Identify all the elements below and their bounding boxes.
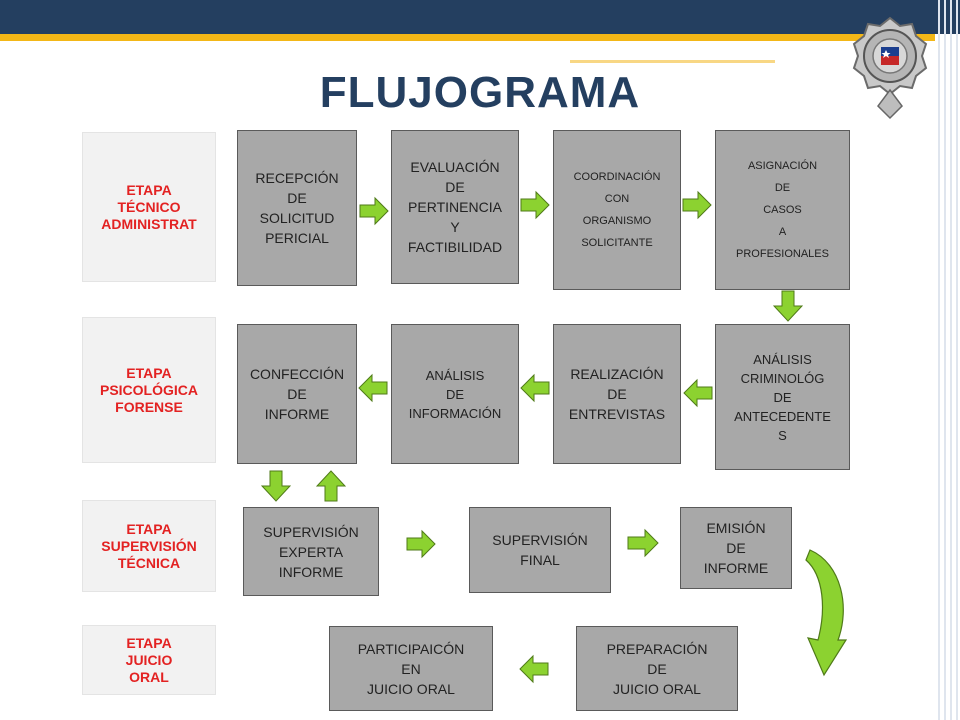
arrow-left-icon — [520, 373, 550, 403]
arrow-right-icon — [682, 190, 712, 220]
police-badge-icon — [852, 16, 928, 120]
arrow-left-icon — [683, 378, 713, 408]
arrow-right-icon — [406, 529, 436, 559]
header-bar — [0, 0, 960, 34]
step-coordinacion-organismo: COORDINACIÓN CON ORGANISMO SOLICITANTE — [553, 130, 681, 290]
arrow-right-icon — [627, 528, 659, 558]
stage-supervision-tecnica: ETAPA SUPERVISIÓN TÉCNICA — [82, 500, 216, 592]
step-realizacion-entrevistas: REALIZACIÓN DE ENTREVISTAS — [553, 324, 681, 464]
stage-tecnico-administrativa: ETAPA TÉCNICO ADMINISTRAT — [82, 132, 216, 282]
step-emision-informe: EMISIÓN DE INFORME — [680, 507, 792, 589]
arrow-left-icon — [519, 654, 549, 684]
arrow-down-icon — [261, 470, 291, 502]
step-confeccion-informe: CONFECCIÓN DE INFORME — [237, 324, 357, 464]
stage-psicologica-forense: ETAPA PSICOLÓGICA FORENSE — [82, 317, 216, 463]
arrow-right-icon — [520, 190, 550, 220]
step-supervision-experta: SUPERVISIÓN EXPERTA INFORME — [243, 507, 379, 596]
page-title: FLUJOGRAMA — [319, 68, 641, 117]
arrow-left-icon — [358, 373, 388, 403]
step-participacion-juicio: PARTICIPAICÓN EN JUICIO ORAL — [329, 626, 493, 711]
step-evaluacion-pertinencia: EVALUACIÓN DE PERTINENCIA Y FACTIBILIDAD — [391, 130, 519, 284]
step-analisis-informacion: ANÁLISIS DE INFORMACIÓN — [391, 324, 519, 464]
header-accent-line — [570, 60, 775, 63]
arrow-down-icon — [773, 290, 803, 322]
step-recepcion-solicitud: RECEPCIÓN DE SOLICITUD PERICIAL — [237, 130, 357, 286]
side-decoration — [936, 0, 960, 720]
arrow-up-icon — [316, 470, 346, 502]
step-preparacion-juicio: PREPARACIÓN DE JUICIO ORAL — [576, 626, 738, 711]
step-asignacion-casos: ASIGNACIÓN DE CASOS A PROFESIONALES — [715, 130, 850, 290]
arrow-right-icon — [359, 196, 389, 226]
step-analisis-criminologico: ANÁLISIS CRIMINOLÓG DE ANTECEDENTE S — [715, 324, 850, 470]
step-supervision-final: SUPERVISIÓN FINAL — [469, 507, 611, 593]
curved-arrow-icon — [805, 549, 848, 677]
header-accent-bar — [0, 34, 935, 41]
stage-juicio-oral: ETAPA JUICIO ORAL — [82, 625, 216, 695]
